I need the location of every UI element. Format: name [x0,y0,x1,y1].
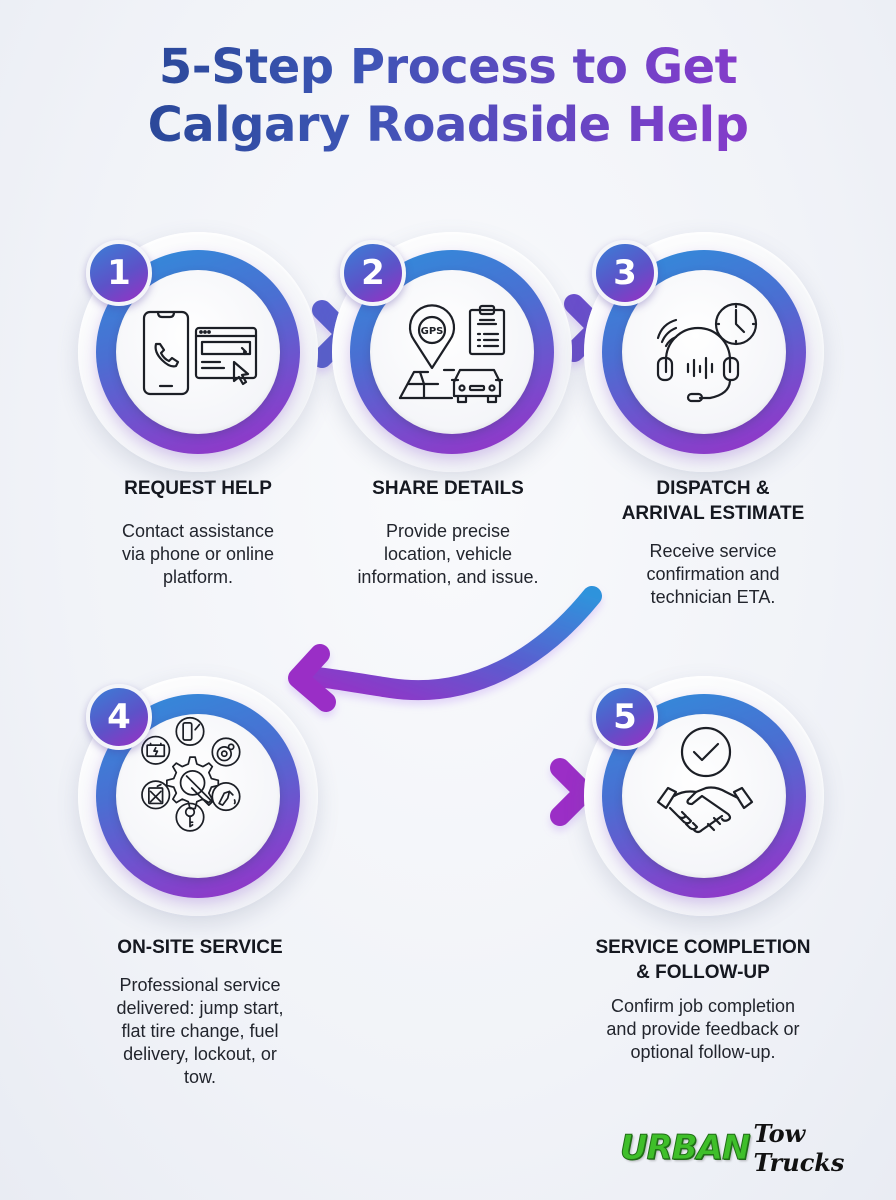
arrow-step3-to-step4 [288,586,602,712]
headset-clock-icon [644,292,764,412]
step-3-number-badge: 3 [592,240,658,306]
step-4-description: Professional service delivered: jump sta… [116,975,284,1087]
step-4-circle: 4 [78,676,318,916]
handshake-icon [656,786,754,834]
step-2-description: Provide precise location, vehicle inform… [357,521,539,587]
step-3-title: DISPATCH & ARRIVAL ESTIMATE [621,478,805,524]
jerry-can-icon [141,780,171,810]
step-5-circle: 5 [584,676,824,916]
gps-map-car-clipboard-icon: GPS [392,292,512,412]
step-5-number-badge: 5 [592,684,658,750]
wheel-icon [211,737,241,767]
arrow-step4-to-step5 [300,758,594,826]
step-4-number-badge: 4 [86,684,152,750]
step-3-circle: 3 [584,232,824,472]
step-1-description: Contact assistance via phone or online p… [121,521,275,587]
page-title: 5-Step Process to Get Calgary Roadside H… [0,38,896,154]
checkmark-circle-icon [680,726,732,778]
gear-wrench-services-icon [130,716,270,856]
gps-label: GPS [421,326,444,337]
key-icon [175,802,205,832]
check-handshake-icon [644,724,764,844]
step-1-circle: 1 [78,232,318,472]
step-3-description: Receive service confirmation and technic… [646,541,780,607]
step-1-number-badge: 1 [86,240,152,306]
step-2-title: SHARE DETAILS [372,478,524,499]
tire-tread-icon [175,716,205,746]
step-4-title: ON-SITE SERVICE [117,937,283,958]
title-line-1: 5-Step Process to Get [158,39,738,95]
battery-icon [141,735,171,765]
logo-tow-trucks-text: Tow Trucks [753,1119,845,1177]
step-5-description: Confirm job completion and provide feedb… [606,996,800,1062]
fuel-nozzle-icon [211,782,241,812]
step-2-circle: GPS 2 [332,232,572,472]
step-2-number-badge: 2 [340,240,406,306]
phone-and-web-form-icon [138,292,258,412]
logo-urban-text: URBAN [619,1128,750,1169]
brand-logo: URBAN Tow Trucks [619,1119,896,1177]
title-line-2: Calgary Roadside Help [147,97,749,153]
step-5-title: SERVICE COMPLETION & FOLLOW-UP [595,937,811,983]
step-1-title: REQUEST HELP [124,478,272,499]
gear-wrench-icon [166,756,220,810]
